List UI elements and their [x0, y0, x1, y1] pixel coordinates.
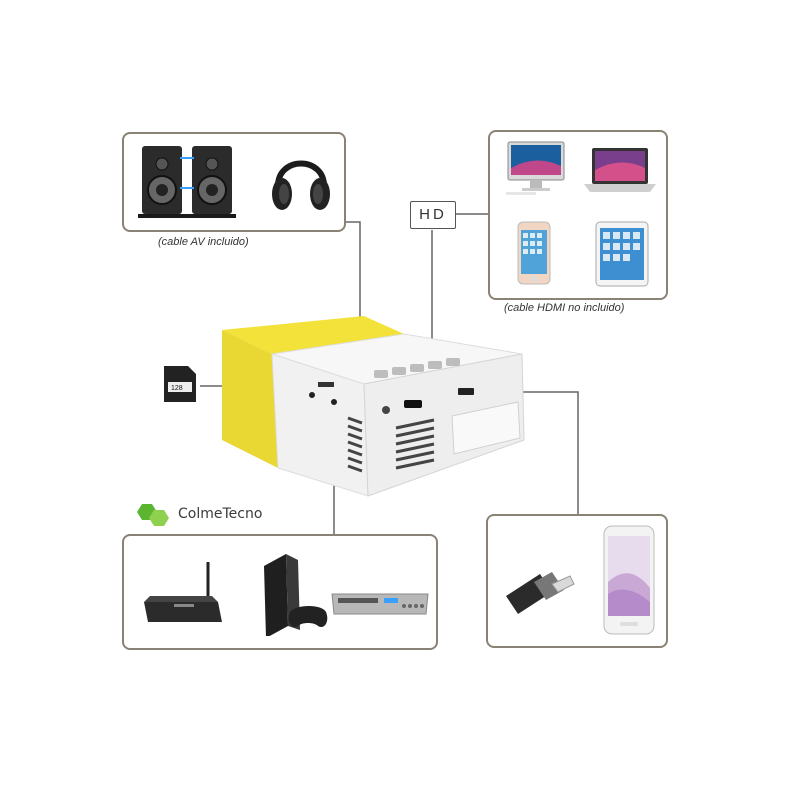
honeycomb-logo-icon	[137, 504, 169, 526]
brand-logo: ColmeTecno	[134, 500, 262, 528]
mini-projector-icon	[222, 316, 525, 497]
brand-name: ColmeTecno	[178, 506, 263, 522]
usb-devices-panel	[486, 514, 668, 648]
hdmi-devices-panel	[488, 130, 668, 300]
hdmi-cable-caption: (cable HDMI no incluido)	[504, 302, 625, 314]
audio-devices-panel	[122, 132, 346, 232]
sd-card-capacity: 128	[171, 385, 183, 392]
game-console-icon	[264, 554, 328, 636]
usb-drive-icon	[506, 572, 575, 614]
headphones-icon	[272, 160, 330, 210]
av-devices-panel	[122, 534, 438, 650]
speakers-icon	[138, 146, 236, 218]
smartphone-icon	[517, 221, 551, 285]
laptop-icon	[584, 148, 656, 192]
hd-port-label: HD	[410, 201, 456, 229]
av-cable-caption: (cable AV incluido)	[158, 236, 249, 248]
tablet-icon	[595, 221, 649, 287]
tv-box-icon	[144, 562, 222, 622]
dvd-player-icon	[331, 593, 429, 615]
desktop-computer-icon	[506, 141, 565, 195]
sd-card-icon: 128	[164, 366, 196, 402]
galaxy-smartphone-icon	[603, 525, 655, 635]
